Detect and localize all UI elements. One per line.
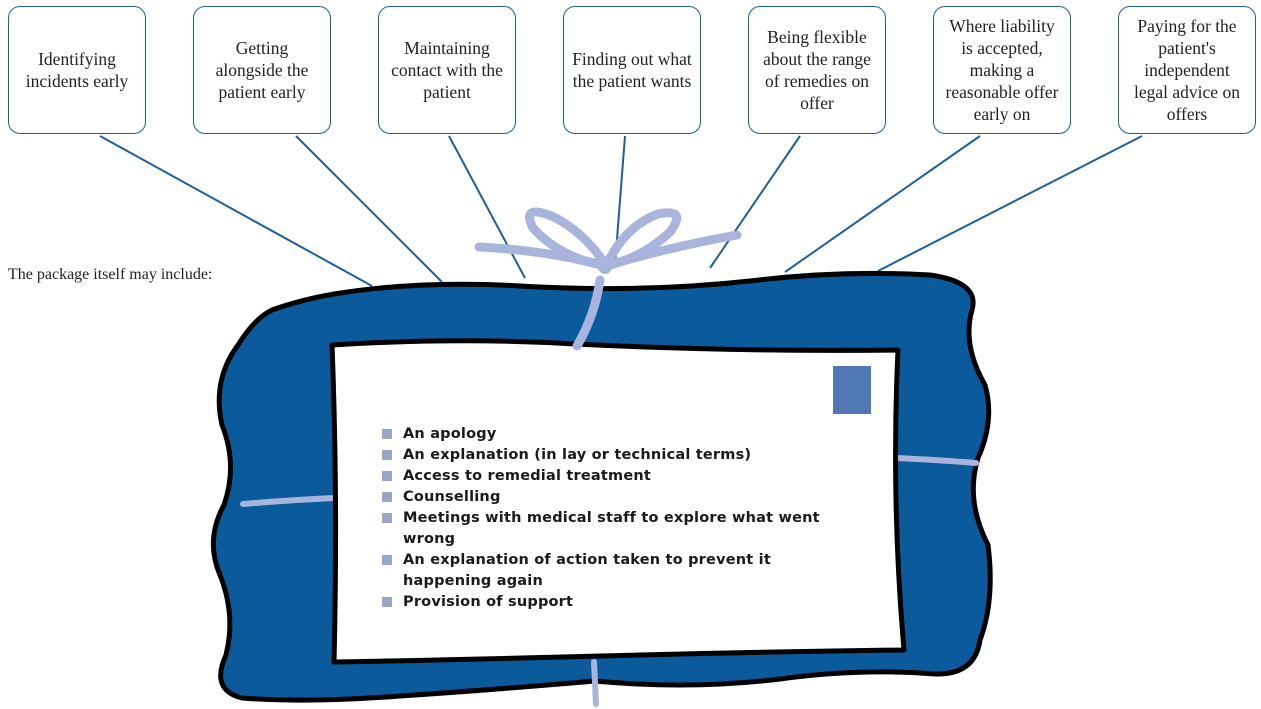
stamp-icon — [833, 366, 871, 414]
strategy-box: Maintaining contact with the patient — [378, 6, 516, 134]
bow-knot — [598, 260, 612, 274]
package-item-text: An explanation of action taken to preven… — [403, 552, 771, 589]
strategy-label: Identifying incidents early — [25, 49, 129, 91]
package-item: An apology — [380, 424, 840, 445]
connector-line — [784, 135, 981, 273]
bullet-square-icon — [382, 492, 392, 502]
package-item-text: Provision of support — [403, 594, 574, 610]
bullet-square-icon — [382, 471, 392, 481]
strategy-label: Paying for the patient's independent leg… — [1134, 16, 1240, 124]
bullet-square-icon — [382, 450, 392, 460]
package-items-list: An apology An explanation (in lay or tec… — [380, 424, 840, 613]
strategy-box: Where liability is accepted, making a re… — [933, 6, 1071, 134]
connector-line — [448, 135, 526, 279]
bow-tail — [572, 275, 605, 351]
connector-lines — [99, 135, 1143, 287]
bow-end-right — [601, 230, 742, 271]
connector-line — [295, 135, 443, 283]
connector-line — [709, 135, 801, 269]
strategy-label: Maintaining contact with the patient — [391, 38, 503, 102]
connector-line — [99, 135, 373, 287]
strategy-box: Finding out what the patient wants — [563, 6, 701, 134]
strategy-label: Finding out what the patient wants — [572, 49, 692, 91]
package-label-card — [329, 338, 907, 665]
package-item: Meetings with medical staff to explore w… — [380, 508, 840, 550]
package-item: Provision of support — [380, 592, 840, 613]
package-item: An explanation of action taken to preven… — [380, 550, 840, 592]
strategy-label: Where liability is accepted, making a re… — [945, 16, 1059, 124]
package-item-text: An apology — [403, 426, 497, 442]
bullet-square-icon — [382, 555, 392, 565]
package-item-text: Meetings with medical staff to explore w… — [403, 510, 820, 547]
strategy-label: Getting alongside the patient early — [215, 38, 309, 102]
connector-line — [877, 135, 1143, 272]
package-item: Counselling — [380, 487, 840, 508]
bow-end-left — [474, 242, 611, 271]
strategy-box: Being flexible about the range of remedi… — [748, 6, 886, 134]
package-item-text: An explanation (in lay or technical term… — [403, 447, 752, 463]
package-item-text: Access to remedial treatment — [403, 468, 652, 484]
package-intro-text: The package itself may include: — [8, 266, 213, 283]
strategy-box: Identifying incidents early — [8, 6, 146, 134]
strategy-box: Paying for the patient's independent leg… — [1118, 6, 1256, 134]
package-item: An explanation (in lay or technical term… — [380, 445, 840, 466]
strategy-box: Getting alongside the patient early — [193, 6, 331, 134]
bullet-square-icon — [382, 597, 392, 607]
strategy-label: Being flexible about the range of remedi… — [763, 27, 871, 113]
package-item-text: Counselling — [403, 489, 501, 505]
ribbon-bands — [240, 455, 979, 707]
package-item: Access to remedial treatment — [380, 466, 840, 487]
bullet-square-icon — [382, 429, 392, 439]
ribbon-bow — [474, 207, 742, 351]
bullet-square-icon — [382, 513, 392, 523]
